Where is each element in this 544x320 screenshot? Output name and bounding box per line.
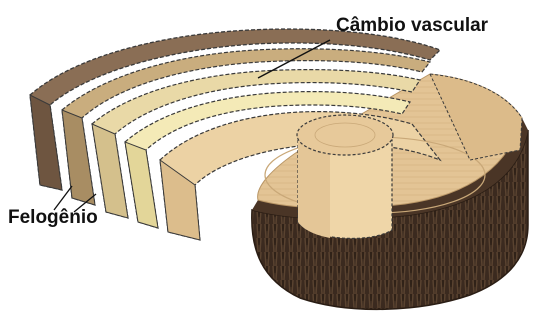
label-cambio-vascular: Câmbio vascular [336,15,488,37]
heartwood-cylinder-top [297,115,393,155]
label-felogenio: Felogênio [8,207,98,229]
